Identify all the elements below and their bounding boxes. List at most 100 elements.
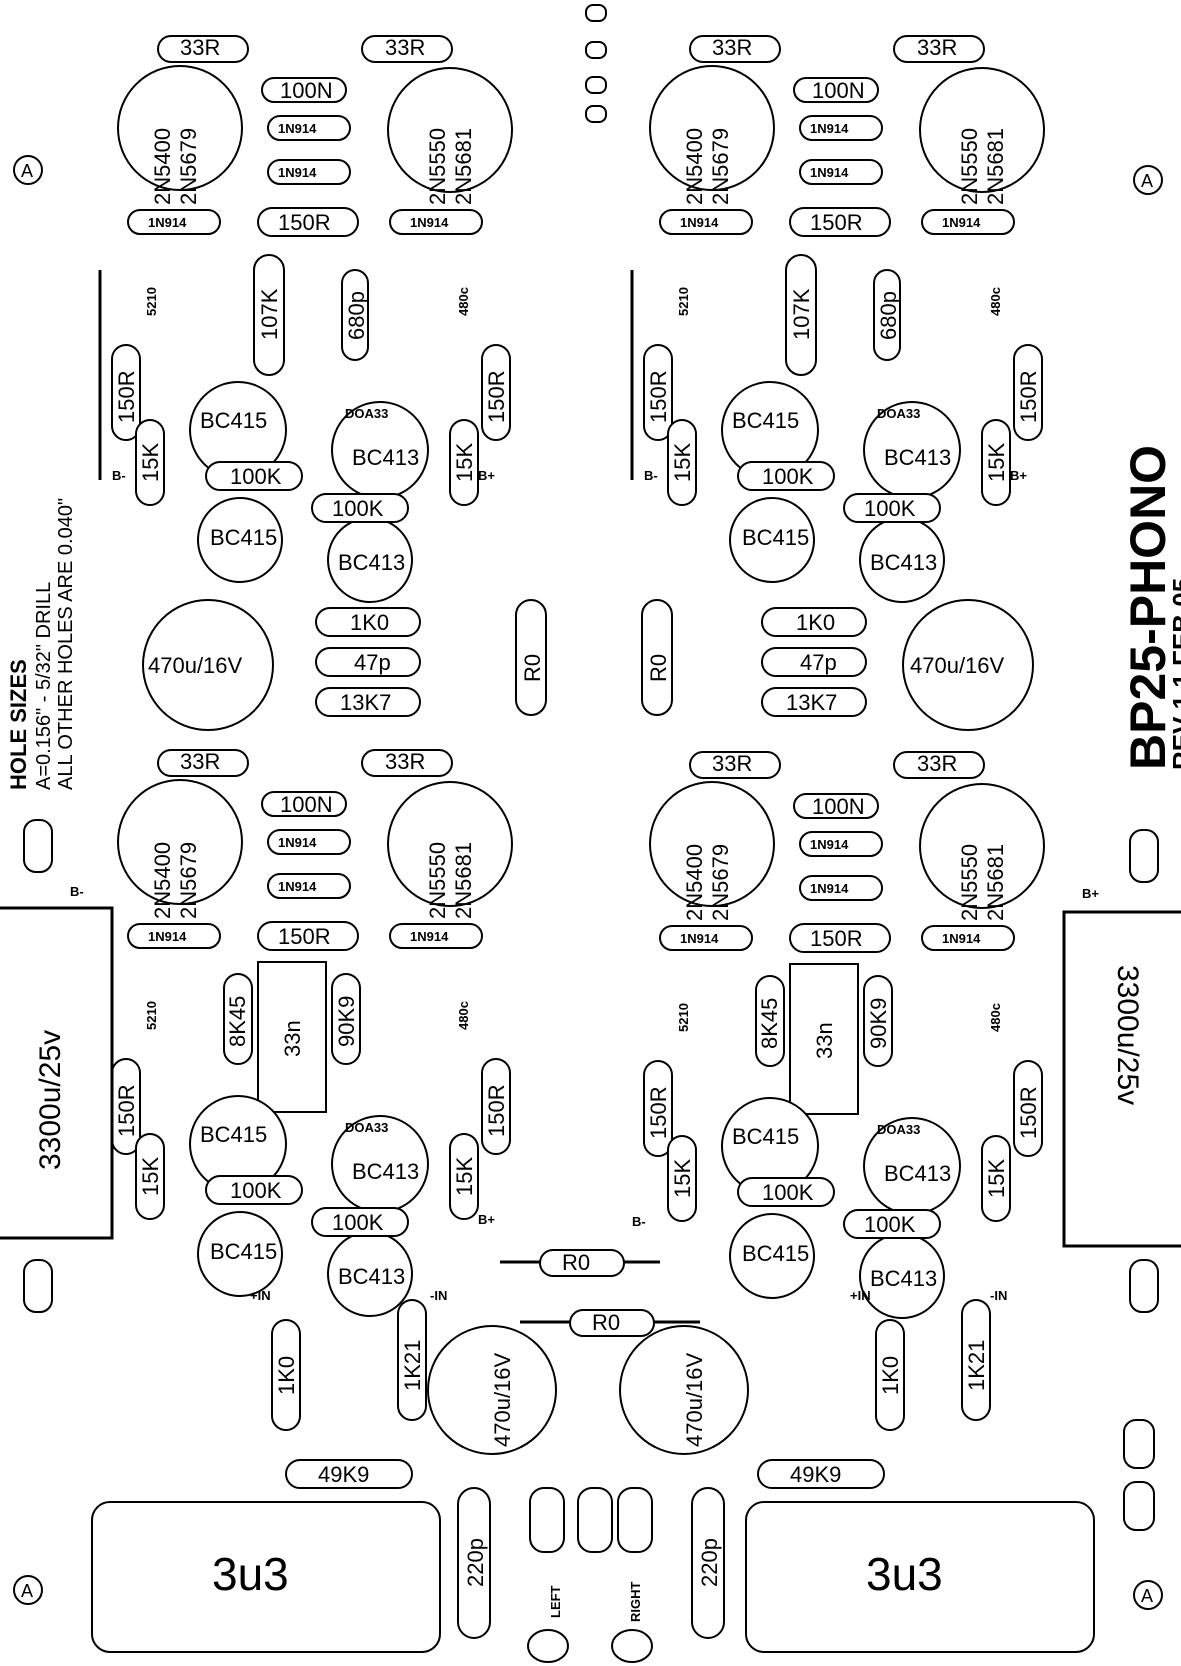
svg-text:1N914: 1N914 bbox=[810, 837, 849, 852]
mid-section-right: 470u/16V 1K0 47p 13K7 R0 bbox=[641, 599, 1034, 731]
svg-text:33R: 33R bbox=[712, 751, 752, 776]
svg-text:2N5550: 2N5550 bbox=[957, 844, 982, 921]
mount-hole-bottom-right: A bbox=[1133, 1580, 1163, 1610]
svg-text:2N5679: 2N5679 bbox=[708, 128, 733, 205]
svg-text:3300u/25v: 3300u/25v bbox=[1111, 965, 1144, 1105]
r13k7-label: 13K7 bbox=[340, 690, 391, 715]
diode-label: 1N914 bbox=[148, 215, 187, 230]
svg-text:150R: 150R bbox=[114, 1084, 139, 1137]
svg-text:BC413: BC413 bbox=[884, 1161, 951, 1186]
svg-text:100N: 100N bbox=[812, 78, 865, 103]
svg-text:BC415: BC415 bbox=[742, 525, 809, 550]
svg-text:2N5681: 2N5681 bbox=[983, 844, 1008, 921]
r1k21-label: 1K21 bbox=[400, 1340, 425, 1391]
svg-text:680p: 680p bbox=[876, 291, 901, 340]
amp-right-lower: 33R 33R 100N 1N914 1N914 1N914 1N914 150… bbox=[632, 751, 1099, 1319]
svg-text:BC415: BC415 bbox=[742, 1241, 809, 1266]
svg-text:-IN: -IN bbox=[990, 1288, 1007, 1303]
svg-text:150R: 150R bbox=[1016, 370, 1041, 423]
svg-text:1N914: 1N914 bbox=[942, 931, 981, 946]
svg-text:8K45: 8K45 bbox=[757, 998, 782, 1049]
svg-text:1N914: 1N914 bbox=[942, 215, 981, 230]
mount-hole-bottom-left: A bbox=[13, 1575, 43, 1605]
svg-text:BC413: BC413 bbox=[870, 1266, 937, 1291]
svg-text:1N914: 1N914 bbox=[148, 929, 187, 944]
svg-text:5210: 5210 bbox=[144, 1001, 159, 1030]
svg-text:BC415: BC415 bbox=[200, 1122, 267, 1147]
r33-label: 33R bbox=[385, 35, 425, 60]
r100k-label: 100K bbox=[230, 464, 282, 489]
svg-text:BC415: BC415 bbox=[210, 1239, 277, 1264]
svg-text:BC413: BC413 bbox=[338, 1264, 405, 1289]
svg-text:+IN: +IN bbox=[850, 1288, 871, 1303]
bc413-label: BC413 bbox=[352, 445, 419, 470]
z5210-label: 5210 bbox=[144, 287, 159, 316]
bc415-label: BC415 bbox=[200, 408, 267, 433]
svg-text:150R: 150R bbox=[810, 210, 863, 235]
svg-text:1K21: 1K21 bbox=[964, 1340, 989, 1391]
svg-text:470u/16V: 470u/16V bbox=[490, 1352, 515, 1447]
r0-label: R0 bbox=[520, 654, 545, 682]
svg-text:R0: R0 bbox=[592, 1310, 620, 1335]
r100k-label: 100K bbox=[332, 496, 384, 521]
svg-text:49K9: 49K9 bbox=[790, 1462, 841, 1487]
svg-text:107K: 107K bbox=[789, 288, 814, 340]
svg-text:33n: 33n bbox=[812, 1022, 837, 1059]
svg-text:DOA33: DOA33 bbox=[877, 1122, 920, 1137]
svg-text:15K: 15K bbox=[670, 443, 695, 482]
svg-text:100K: 100K bbox=[864, 496, 916, 521]
svg-text:100N: 100N bbox=[812, 794, 865, 819]
svg-text:1N914: 1N914 bbox=[810, 165, 849, 180]
r1k0-label: 1K0 bbox=[350, 610, 389, 635]
svg-text:BC415: BC415 bbox=[732, 408, 799, 433]
r90k9-label: 90K9 bbox=[334, 996, 359, 1047]
z480c-label: 480c bbox=[456, 287, 471, 316]
svg-text:-IN: -IN bbox=[430, 1288, 447, 1303]
c680p-label: 680p bbox=[344, 291, 369, 340]
q-npn-out-label: 2N5550 bbox=[425, 128, 450, 205]
r150-label: 150R bbox=[278, 210, 331, 235]
mount-hole-top-right: A bbox=[1133, 165, 1163, 195]
svg-text:13K7: 13K7 bbox=[786, 690, 837, 715]
svg-text:B-: B- bbox=[70, 884, 84, 899]
doa33-label: DOA33 bbox=[345, 406, 388, 421]
svg-text:2N5400: 2N5400 bbox=[682, 844, 707, 921]
c3300u-right: 3300u/25v bbox=[1062, 829, 1181, 1531]
svg-text:15K: 15K bbox=[984, 443, 1009, 482]
svg-text:2N5681: 2N5681 bbox=[451, 842, 476, 919]
c47p-label: 47p bbox=[354, 650, 391, 675]
svg-text:100K: 100K bbox=[230, 1178, 282, 1203]
svg-text:BC413: BC413 bbox=[352, 1159, 419, 1184]
svg-text:3u3: 3u3 bbox=[866, 1548, 943, 1600]
c33n-label: 33n bbox=[280, 1020, 305, 1057]
svg-text:470u/16V: 470u/16V bbox=[910, 653, 1005, 678]
svg-text:150R: 150R bbox=[484, 1084, 509, 1137]
svg-text:2N5679: 2N5679 bbox=[176, 842, 201, 919]
svg-text:2N5400: 2N5400 bbox=[150, 842, 175, 919]
c470u-label: 470u/16V bbox=[148, 653, 243, 678]
r150-label: 150R bbox=[484, 370, 509, 423]
output-terminals: LEFT RIGHT bbox=[527, 1487, 653, 1663]
svg-text:B+: B+ bbox=[1010, 468, 1027, 483]
input-section-right: 1K0 1K21 +IN -IN 49K9 470u/16V 3u3 220p bbox=[619, 1288, 1095, 1653]
diode-label: 1N914 bbox=[410, 215, 449, 230]
header-pads bbox=[585, 4, 607, 123]
board-revision: REV 1.1 FEB 05 bbox=[1167, 578, 1181, 770]
svg-text:150R: 150R bbox=[646, 1086, 671, 1139]
svg-text:150R: 150R bbox=[278, 924, 331, 949]
svg-text:B-: B- bbox=[644, 468, 658, 483]
svg-text:33R: 33R bbox=[917, 751, 957, 776]
svg-text:5210: 5210 bbox=[676, 287, 691, 316]
hole-sizes-note: HOLE SIZES A=0.156" - 5/32" DRILL ALL OT… bbox=[6, 498, 77, 790]
svg-text:480c: 480c bbox=[456, 1001, 471, 1030]
svg-text:470u/16V: 470u/16V bbox=[682, 1352, 707, 1447]
svg-text:2N5400: 2N5400 bbox=[682, 128, 707, 205]
svg-text:B+: B+ bbox=[1082, 886, 1099, 901]
svg-text:A: A bbox=[1141, 1586, 1153, 1606]
svg-text:1N914: 1N914 bbox=[810, 121, 849, 136]
svg-text:2N5681: 2N5681 bbox=[983, 128, 1008, 205]
svg-text:33R: 33R bbox=[180, 749, 220, 774]
svg-text:5210: 5210 bbox=[676, 1003, 691, 1032]
svg-text:B+: B+ bbox=[478, 1212, 495, 1227]
